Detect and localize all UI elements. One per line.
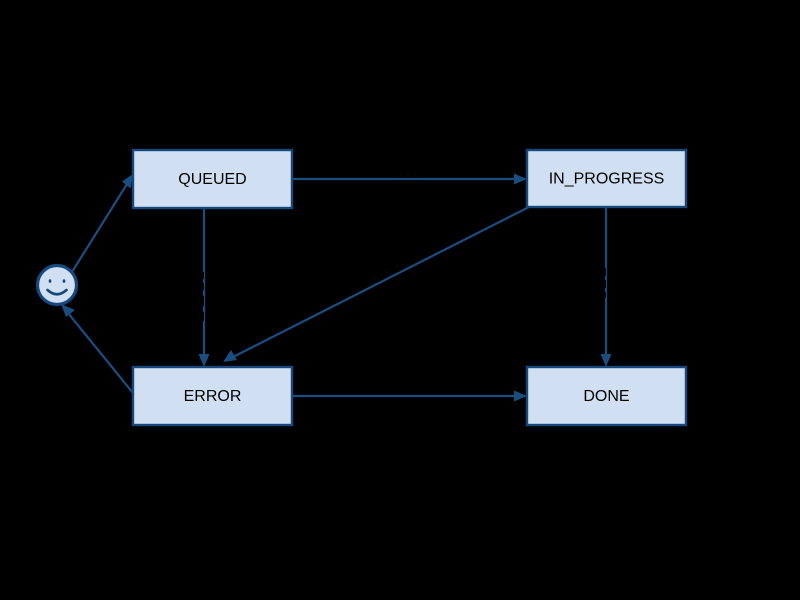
edge-queued-to-error[interactable]	[198, 208, 210, 367]
state-node-queued-rect	[131, 148, 294, 210]
edge-queued-to-error-label-gap-4	[201, 312, 204, 321]
edge-queued-to-in-progress-label-gap-2	[406, 175, 410, 178]
edge-in-progress-to-error[interactable]	[223, 206, 530, 362]
state-node-in-progress-rect	[525, 148, 688, 209]
edge-queued-to-error-arrowhead	[198, 354, 210, 367]
edge-error-to-done-arrowhead	[514, 390, 527, 402]
edge-queued-to-in-progress-label-gap	[398, 175, 402, 178]
edge-start-to-queued-line	[71, 183, 128, 273]
state-node-done-rect	[525, 365, 688, 427]
edge-in-progress-to-done-label-gap	[603, 268, 606, 276]
edge-start-to-queued[interactable]	[71, 174, 133, 273]
edge-queued-to-in-progress-label-gap-3	[414, 175, 418, 178]
state-node-error-rect	[131, 365, 294, 427]
edge-error-to-done[interactable]	[292, 390, 527, 402]
edge-in-progress-to-error-arrowhead	[223, 350, 237, 362]
state-node-done[interactable]: DONE	[525, 365, 688, 427]
edge-queued-to-error-label-gap	[201, 272, 204, 279]
edge-in-progress-to-done-arrowhead	[600, 354, 612, 367]
start-node-smile-icon	[46, 288, 68, 296]
start-node[interactable]	[35, 263, 79, 307]
state-node-error[interactable]: ERROR	[131, 365, 294, 427]
edge-in-progress-to-done-label-gap-2	[603, 280, 606, 288]
edge-in-progress-to-error-label-gap	[371, 276, 376, 280]
edge-start-to-queued-arrowhead	[122, 174, 133, 189]
edge-in-progress-to-error-label-gap-3	[395, 264, 400, 268]
state-node-queued[interactable]: QUEUED	[131, 148, 294, 210]
edge-in-progress-to-done-label-gap-3	[603, 292, 606, 298]
edge-queued-to-in-progress-arrowhead	[514, 173, 527, 185]
edge-in-progress-to-error-label-gap-2	[383, 270, 388, 274]
edge-error-to-start-line	[67, 312, 134, 394]
state-node-in-progress[interactable]: IN_PROGRESS	[525, 148, 688, 209]
edge-queued-to-in-progress[interactable]	[292, 173, 527, 185]
edge-error-to-start-arrowhead	[61, 304, 75, 317]
edge-error-to-start[interactable]	[61, 304, 134, 394]
edge-queued-to-error-label-gap-3	[201, 296, 204, 306]
start-node-circle	[35, 263, 79, 307]
edge-in-progress-to-done[interactable]	[600, 207, 612, 367]
edge-in-progress-to-error-line	[230, 206, 530, 359]
edge-queued-to-error-label-gap-2	[201, 283, 204, 290]
